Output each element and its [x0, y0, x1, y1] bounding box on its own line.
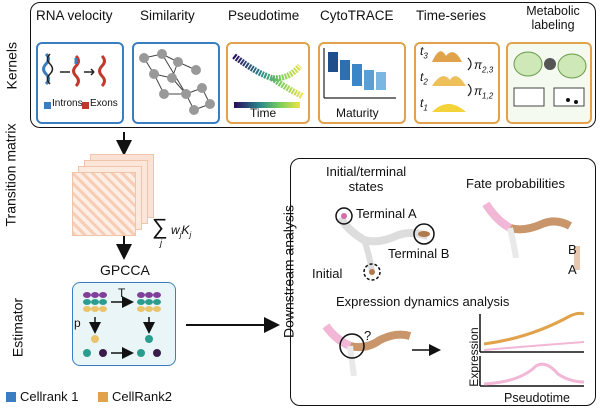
legend-swatch-cellrank2: [98, 392, 108, 402]
ds-fate-b: B: [568, 242, 577, 257]
legend-label-cellrank2: CellRank2: [112, 389, 172, 404]
ds-terminal-a: Terminal A: [356, 206, 417, 221]
kernel-title-rna-velocity: RNA velocity: [36, 8, 113, 23]
time-label-t1: t1: [420, 96, 428, 113]
legend-label-cellrank1: Cellrank 1: [20, 389, 79, 404]
time-label-t2: t2: [420, 70, 428, 87]
similarity-graph: [139, 49, 215, 115]
kernel-box-cytotrace: [318, 42, 406, 124]
rna-velocity-illustration: [42, 52, 106, 109]
kernel-title-cytotrace: CytoTRACE: [320, 8, 394, 23]
kernel-title-time-series: Time-series: [416, 8, 487, 23]
downstream-panel: [290, 158, 596, 406]
time-label-t3: t3: [420, 44, 428, 61]
ds-expr-title: Expression dynamics analysis: [336, 294, 510, 309]
gpcca-illustration: [83, 292, 161, 359]
cytotrace-axis-label: Maturity: [336, 106, 379, 120]
legend-swatch-cellrank1: [6, 392, 16, 402]
ds-initial: Initial: [312, 266, 343, 281]
gpcca-p-label: p: [74, 316, 81, 330]
gpcca-t-label: T: [118, 286, 126, 300]
transition-sum-formula: ∑ wjKj: [152, 214, 192, 240]
kernel-title-metabolic-labeling: Metabolic labeling: [526, 4, 580, 32]
cytotrace-bars: [323, 48, 396, 99]
ds-title-initial-terminal: Initial/terminal states: [326, 164, 407, 194]
transition-matrix-stack: [72, 154, 174, 236]
pseudotime-axis-label: Time: [250, 106, 277, 120]
kernel-box-metabolic-labeling: [506, 42, 592, 124]
transition-pi-23: π2,3: [474, 58, 494, 75]
metabolic-labeling-illustration: [513, 51, 587, 107]
estimator-name: GPCCA: [100, 262, 150, 278]
kernel-title-pseudotime: Pseudotime: [228, 8, 300, 23]
ds-title-fate: Fate probabilities: [466, 176, 565, 191]
kernel-box-pseudotime: [226, 42, 310, 124]
kernel-box-similarity: [132, 42, 220, 124]
ds-question-mark: ?: [364, 328, 372, 343]
time-series-illustration: [432, 51, 472, 112]
gpcca-box: [72, 282, 176, 366]
kernel-box-time-series: [414, 42, 500, 124]
legend-introns: Introns: [52, 98, 83, 109]
ds-xlabel-pseudotime: Pseudotime: [504, 391, 571, 405]
downstream-illustration: [322, 201, 585, 387]
transition-pi-12: π1,2: [474, 84, 494, 101]
kernel-box-rna-velocity: [36, 42, 124, 124]
ds-ylabel-expression: Expression: [467, 327, 481, 387]
kernels-panel: [30, 2, 596, 128]
ds-fate-a: A: [568, 262, 577, 277]
transition-sum-index: j: [160, 238, 162, 248]
kernel-title-similarity: Similarity: [140, 8, 195, 23]
ds-terminal-b: Terminal B: [388, 246, 450, 261]
pseudotime-illustration: [232, 53, 304, 108]
legend-exons: Exons: [90, 98, 118, 109]
